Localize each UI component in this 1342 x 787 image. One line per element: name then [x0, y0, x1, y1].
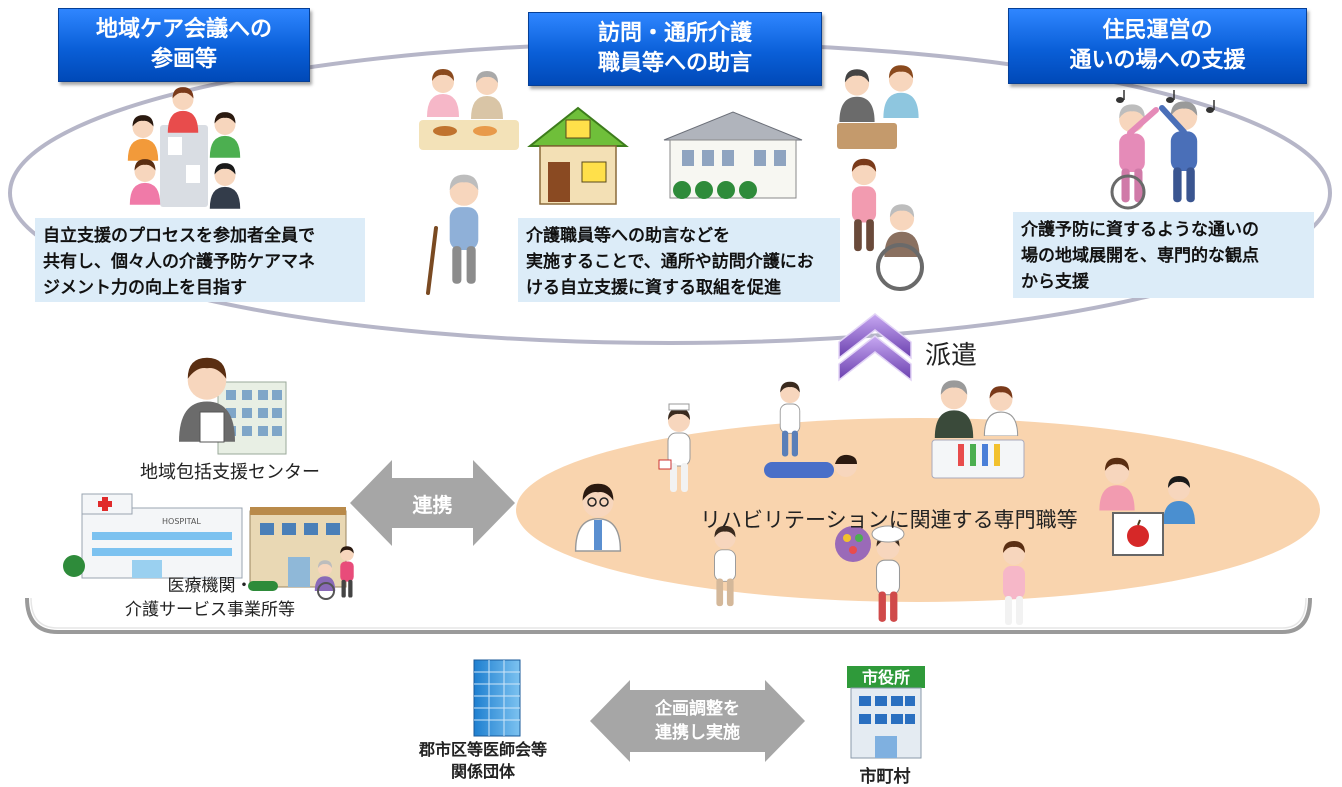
description-line: ける自立支援に資する取組を促進: [526, 278, 781, 298]
chevron-up-icon: [838, 335, 912, 382]
planning-double-arrow: [590, 680, 805, 762]
community-center-label: 地域包括支援センター: [140, 462, 320, 483]
doctor-illustration: [575, 483, 621, 551]
hospital-sign: HOSPITAL: [162, 517, 201, 526]
care-service-office-illustration: [248, 507, 354, 600]
grouping-bracket: [25, 597, 1312, 634]
city-hall-sign: 市役所: [862, 668, 910, 687]
medical-association-label: 郡市区等医師会等 関係団体: [400, 739, 566, 783]
dispatch-chevron-arrows: [838, 313, 912, 382]
nurse-illustration: [658, 403, 690, 492]
header-line: 訪問・通所介護: [597, 21, 752, 46]
medical-association-building-illustration: [473, 659, 521, 737]
header-resident-gathering-support: 住民運営の 通いの場への支援: [1008, 8, 1307, 84]
description-line: 介護職員等への助言などを: [526, 226, 730, 246]
header-line: 職員等への助言: [597, 51, 752, 76]
hospital-illustration: HOSPITAL: [63, 493, 243, 579]
professionals-label: リハビリテーションに関連する専門職等: [700, 508, 1078, 532]
exercising-elderly-illustration: [1110, 90, 1215, 210]
description-line: 実施することで、通所や訪問介護にお: [526, 252, 814, 272]
label-line: 医療機関・: [167, 576, 253, 596]
city-hall-illustration: 市役所: [847, 666, 925, 759]
cooperation-label: 連携: [412, 493, 453, 517]
elderly-meal-assistance-illustration: [419, 69, 519, 150]
header-line: 地域ケア会議への: [95, 17, 272, 42]
elderly-man-with-cane-illustration: [426, 174, 479, 295]
label-line: 郡市区等医師会等: [418, 740, 547, 759]
header-line: 住民運営の: [1102, 18, 1213, 43]
dispatch-label: 派遣: [925, 341, 978, 371]
description-line: 自立支援のプロセスを参加者全員で: [43, 226, 315, 246]
meeting-participants-illustration: [127, 87, 241, 209]
description-line: から支援: [1021, 272, 1089, 292]
grouping-bracket-inner: [30, 597, 1307, 629]
dietitian-illustration: [835, 525, 905, 622]
chevron-up-icon: [838, 313, 912, 360]
header-care-staff-advice: 訪問・通所介護 職員等への助言: [528, 12, 822, 86]
wheelchair-assistance-illustration: [851, 158, 924, 291]
header-community-care-meeting: 地域ケア会議への 参画等: [58, 8, 310, 82]
dental-hygienist-illustration: [1003, 541, 1025, 625]
care-facility-illustration: [663, 111, 803, 199]
occupational-therapist-illustration: [931, 380, 1025, 479]
physical-therapist-illustration: [764, 381, 857, 478]
caregiver-and-elderly-illustration: [837, 65, 919, 149]
label-line: 企画調整を: [655, 699, 740, 719]
description-line: ジメント力の向上を目指す: [43, 278, 247, 298]
description-resident-gathering-support: 介護予防に資するような通いの 場の地域展開を、専門的な観点 から支援: [1013, 212, 1314, 298]
label-line: 連携し実施: [655, 723, 740, 743]
label-line: 介護サービス事業所等: [125, 600, 295, 620]
description-community-care-meeting: 自立支援のプロセスを参加者全員で 共有し、個々人の介護予防ケアマネ ジメント力の…: [35, 218, 365, 302]
header-line: 通いの場への支援: [1069, 48, 1246, 73]
description-care-staff-advice: 介護職員等への助言などを 実施することで、通所や訪問介護にお ける自立支援に資す…: [518, 218, 840, 302]
description-line: 場の地域展開を、専門的な観点: [1021, 246, 1259, 266]
speech-therapist-illustration: [1099, 457, 1195, 556]
label-line: 関係団体: [450, 762, 515, 781]
community-center-staff-illustration: [179, 357, 287, 455]
description-line: 介護予防に資するような通いの: [1021, 220, 1259, 240]
cooperation-double-arrow: [350, 460, 515, 546]
description-line: 共有し、個々人の介護予防ケアマネ: [43, 252, 315, 272]
header-line: 参画等: [150, 47, 217, 72]
house-illustration: [527, 106, 629, 205]
medical-institutions-label: 医療機関・ 介護サービス事業所等: [95, 574, 325, 622]
municipality-label: 市町村: [859, 767, 911, 787]
pharmacist-illustration: [714, 525, 736, 607]
planning-label: 企画調整を 連携し実施: [590, 697, 805, 745]
